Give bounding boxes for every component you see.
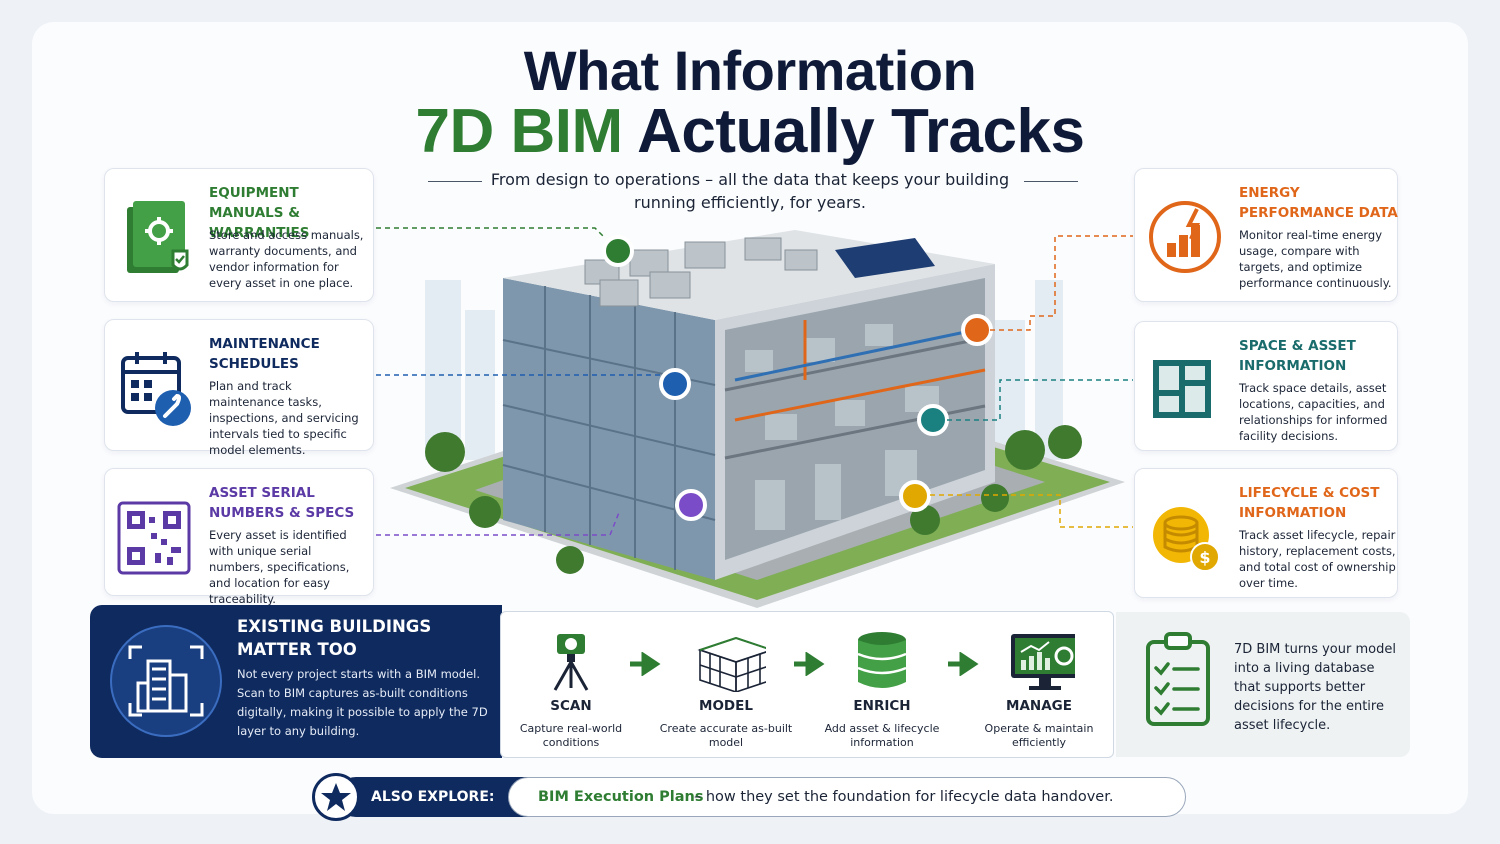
manual-folder-icon	[127, 201, 189, 273]
card-description: Track space details, asset locations, ca…	[1239, 381, 1388, 443]
card-description: Track asset lifecycle, repair history, r…	[1239, 528, 1396, 590]
step-label: MANAGE	[1006, 698, 1072, 714]
card-description: Plan and track maintenance tasks, inspec…	[209, 379, 359, 457]
explore-label: ALSO EXPLORE:	[371, 789, 495, 805]
qr-code-icon	[117, 501, 191, 575]
explore-link[interactable]: BIM Execution Plans	[538, 789, 704, 805]
summary-text: 7D BIM turns your model into a living da…	[1234, 642, 1396, 733]
title-line-1: What Information	[523, 39, 977, 102]
clipboard-checklist-icon	[1146, 632, 1210, 726]
subtitle-rule-right	[1024, 181, 1078, 182]
explore-link-pill[interactable]	[508, 777, 1186, 817]
process-step-enrich: ENRICH Add asset & lifecycle information	[812, 612, 952, 759]
card-title: MAINTENANCE SCHEDULES	[209, 336, 320, 372]
card-description: Monitor real-time energy usage, compare …	[1239, 228, 1392, 290]
step-label: ENRICH	[853, 698, 911, 714]
arrow-right-icon	[948, 652, 979, 676]
card-description: Store and access manuals, warranty docum…	[209, 228, 364, 290]
step-description: Create accurate as-built model	[659, 722, 793, 749]
existing-description: Not every project starts with a BIM mode…	[237, 667, 488, 738]
title-highlight: 7D BIM	[415, 97, 624, 166]
svg-text:$: $	[1199, 548, 1210, 567]
existing-buildings-banner: EXISTING BUILDINGS MATTER TOO Not every …	[90, 605, 502, 758]
subtitle-rule-left	[428, 181, 482, 182]
card-title: EQUIPMENT MANUALS & WARRANTIES	[209, 185, 310, 241]
card-description: Every asset is identified with unique se…	[209, 528, 350, 606]
star-badge	[312, 773, 360, 821]
process-step-scan: SCAN Capture real-world conditions	[501, 612, 641, 759]
process-step-manage: MANAGE Operate & maintain efficiently	[969, 612, 1109, 759]
step-description: Operate & maintain efficiently	[984, 722, 1094, 749]
card-title: ENERGY PERFORMANCE DATA	[1239, 185, 1398, 221]
step-description: Capture real-world conditions	[519, 722, 623, 749]
process-panel: SCAN Capture real-world conditions MODEL…	[500, 611, 1114, 758]
subtitle: From design to operations – all the data…	[490, 170, 1010, 212]
card-asset-serial-numbers: ASSET SERIAL NUMBERS & SPECS Every asset…	[104, 468, 374, 606]
building-illustration	[390, 230, 1125, 608]
card-maintenance-schedules: MAINTENANCE SCHEDULES Plan and track mai…	[104, 319, 374, 457]
card-space-asset-information: SPACE & ASSET INFORMATION Track space de…	[1134, 321, 1398, 451]
existing-title: EXISTING BUILDINGS MATTER TOO	[237, 617, 432, 659]
title-line-2: 7D BIM Actually Tracks	[0, 96, 1500, 167]
scan-building-icon	[110, 625, 222, 737]
floorplan-icon	[1153, 360, 1211, 418]
step-label: MODEL	[699, 698, 753, 714]
step-label: SCAN	[550, 698, 592, 714]
arrow-right-icon	[794, 652, 825, 676]
title-rest: Actually Tracks	[622, 97, 1085, 166]
card-title: LIFECYCLE & COST INFORMATION	[1239, 485, 1380, 521]
explore-description: – how they set the foundation for lifecy…	[694, 789, 1114, 805]
card-energy-performance: ENERGY PERFORMANCE DATA Monitor real-tim…	[1134, 168, 1398, 302]
card-title: ASSET SERIAL NUMBERS & SPECS	[209, 485, 355, 521]
scanner-tripod-icon	[553, 634, 589, 691]
coins-dollar-icon: $	[1153, 507, 1220, 572]
card-title: SPACE & ASSET INFORMATION	[1239, 338, 1356, 374]
database-icon	[857, 632, 907, 688]
arrow-right-icon	[630, 652, 661, 676]
card-equipment-manuals: EQUIPMENT MANUALS & WARRANTIES Store and…	[104, 168, 374, 302]
star-icon	[321, 783, 351, 811]
energy-chart-icon	[1149, 201, 1221, 273]
step-description: Add asset & lifecycle information	[824, 722, 940, 749]
process-step-model: MODEL Create accurate as-built model	[656, 612, 796, 759]
card-lifecycle-cost: $ LIFECYCLE & COST INFORMATION Track ass…	[1134, 468, 1398, 598]
also-explore-bar[interactable]: ALSO EXPLORE: BIM Execution Plans – how …	[312, 773, 1188, 821]
summary-note: 7D BIM turns your model into a living da…	[1116, 612, 1410, 757]
monitor-dashboard-icon	[1011, 634, 1075, 690]
calendar-wrench-icon	[121, 352, 191, 426]
wireframe-model-icon	[697, 637, 766, 692]
